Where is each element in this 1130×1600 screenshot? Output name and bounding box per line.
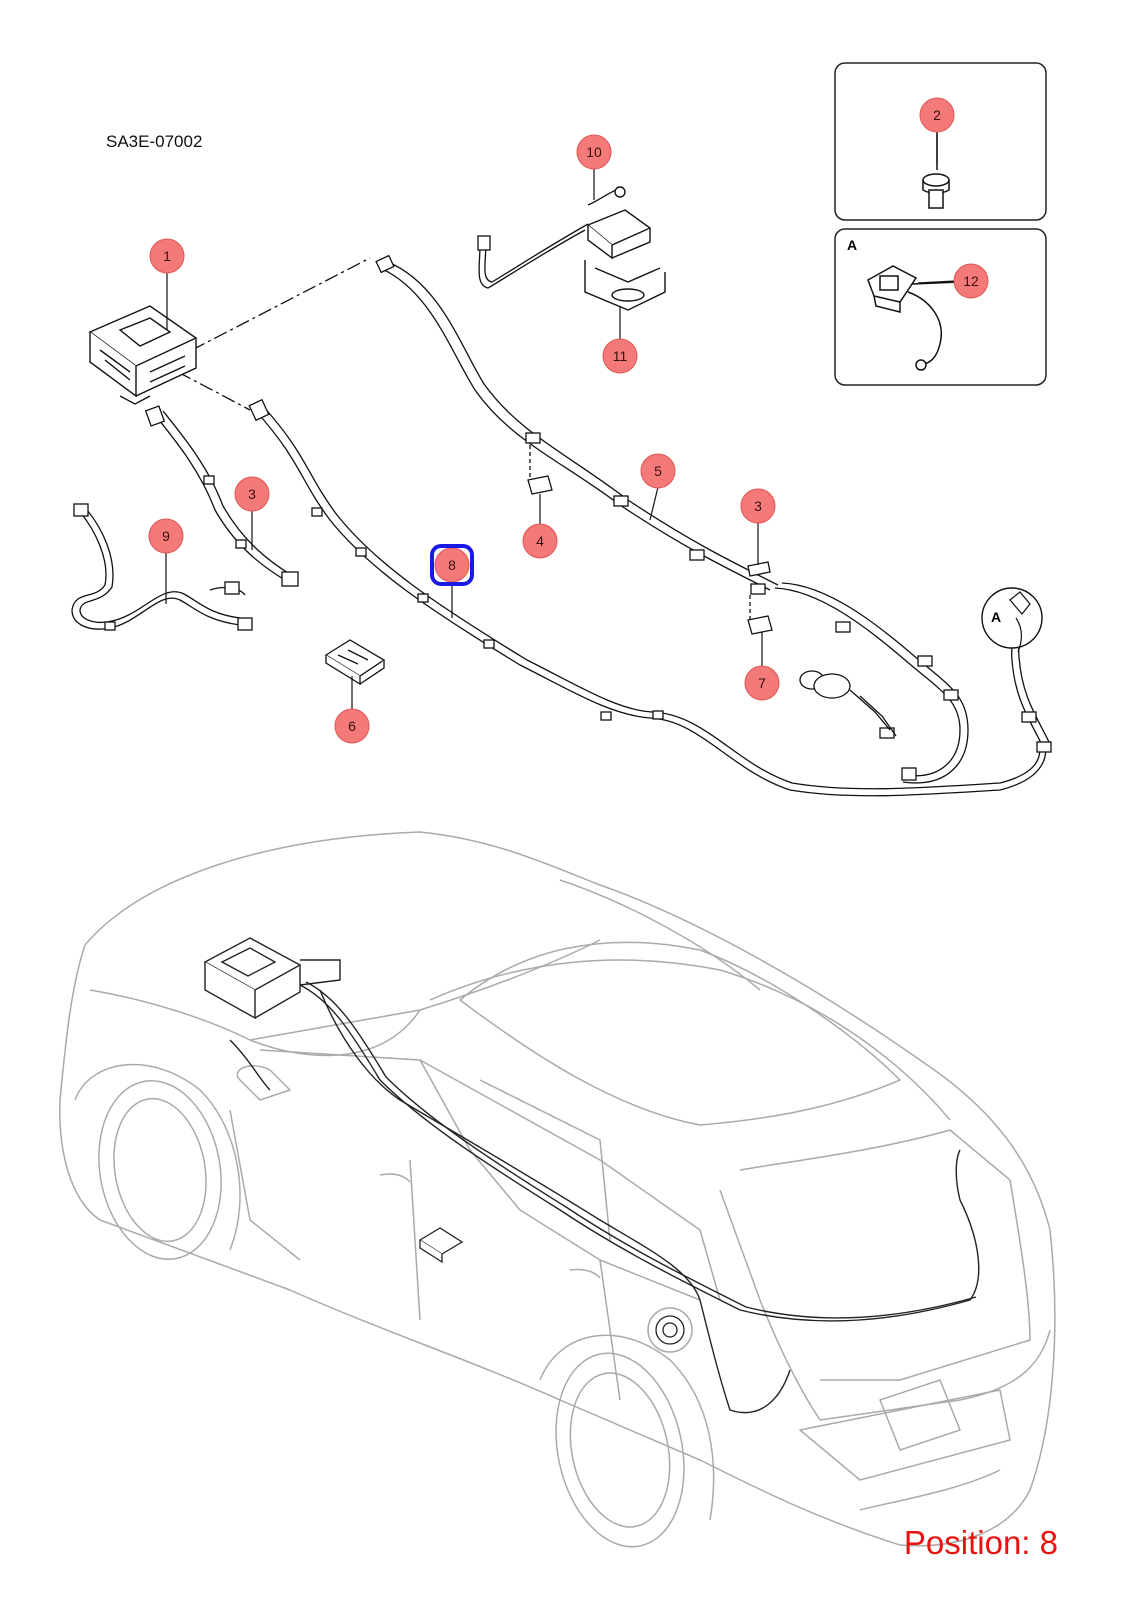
inset-box-top [834,62,1047,221]
callout-3b[interactable]: 3 [740,488,776,524]
callout-1[interactable]: 1 [149,238,185,274]
callout-label: 4 [536,533,544,549]
vehicle-harness [229,981,980,1414]
leader-lines [165,128,956,710]
diagram-code: SA3E-07002 [106,132,203,151]
callout-12[interactable]: 12 [953,263,989,299]
callout-label: 1 [163,248,171,264]
callout-label: 6 [348,718,356,734]
harness-lines [71,187,1050,797]
vehicle-charge-port [655,1315,685,1345]
charger-icon [584,186,666,311]
callout-7[interactable]: 7 [744,665,780,701]
callout-label: 3 [248,486,256,502]
bolt-icon [922,128,950,209]
callout-label: 5 [654,463,662,479]
inset-box-a [834,228,1047,386]
module-small-icon [324,639,386,686]
callout-3a[interactable]: 3 [234,476,270,512]
vehicle-inverter [203,937,341,1020]
vehicle-module [418,1227,464,1264]
callout-label: 8 [448,557,456,573]
callout-label: 9 [162,528,170,544]
suv-outline [59,831,1056,1548]
callout-6[interactable]: 6 [334,708,370,744]
callout-10[interactable]: 10 [576,134,612,170]
callout-9[interactable]: 9 [148,518,184,554]
svg-text:A: A [991,609,1001,625]
harness-clips [104,432,1052,753]
callout-label: 12 [963,273,979,289]
inset-letter: A [847,237,858,253]
sensor-icon [867,265,961,371]
callout-label: 3 [754,498,762,514]
connector-icons [73,235,917,781]
callout-label: 2 [933,107,941,123]
callout-4[interactable]: 4 [522,523,558,559]
bracket-icon [527,445,773,635]
module-icon [88,305,198,405]
callout-label: 7 [758,675,766,691]
callout-8-selected[interactable]: 8 [430,544,474,586]
charge-port-icon [799,670,897,737]
callout-5[interactable]: 5 [640,453,676,489]
inset-a-marker: A [981,587,1043,653]
callout-label: 10 [586,144,602,160]
callout-11[interactable]: 11 [602,338,638,374]
callout-label: 11 [613,348,628,364]
position-readout: Position: 8 [903,1524,1058,1561]
callout-2[interactable]: 2 [919,97,955,133]
